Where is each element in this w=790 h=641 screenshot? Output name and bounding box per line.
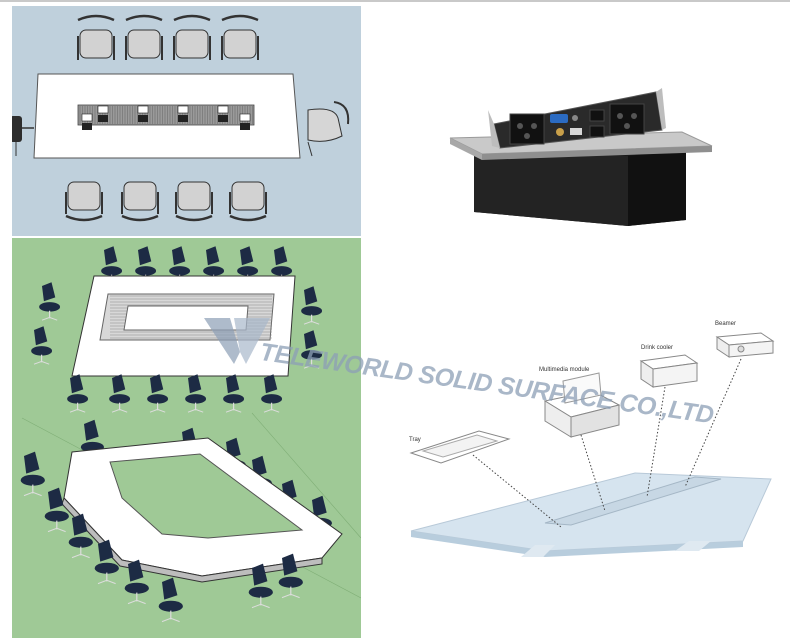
iso-chair xyxy=(301,286,323,325)
label-drink-cooler: Drink cooler xyxy=(641,345,673,351)
right-end-chair xyxy=(307,101,350,157)
iso-chair xyxy=(68,513,93,559)
iso-chair xyxy=(271,246,293,285)
universal-socket-right xyxy=(609,103,645,135)
iso-chair xyxy=(203,246,225,285)
label-tray: Tray xyxy=(409,437,421,443)
plan-chair xyxy=(173,14,211,60)
iso-chair xyxy=(67,374,89,413)
plan-chair xyxy=(65,181,103,222)
iso-chair xyxy=(278,553,303,599)
label-multimedia-module: Multimedia module xyxy=(539,367,590,373)
iso-chair xyxy=(94,539,119,585)
iso-chair xyxy=(185,374,207,413)
multimedia-module xyxy=(543,372,621,438)
iso-chair xyxy=(248,563,273,609)
left-end-chair xyxy=(12,116,34,156)
iso-chair xyxy=(44,487,69,533)
vga-audio-usb-ports xyxy=(550,114,582,136)
iso-chair xyxy=(147,374,169,413)
drink-cooler-module xyxy=(639,354,699,388)
tray-module xyxy=(409,430,511,464)
label-beamer: Beamer xyxy=(715,321,736,327)
plan-chair xyxy=(229,181,267,222)
plan-chair xyxy=(125,14,163,60)
plan-chair xyxy=(175,181,213,222)
iso-chair xyxy=(223,374,245,413)
top-divider-line xyxy=(0,0,790,2)
iso-chair xyxy=(301,330,323,369)
top-view-table-render xyxy=(12,6,361,236)
isometric-table-renders xyxy=(12,238,361,638)
iso-chair xyxy=(158,577,183,623)
plan-chair xyxy=(77,14,115,60)
iso-chair xyxy=(261,374,283,413)
universal-socket-left xyxy=(509,113,545,145)
popup-socket-box-photo xyxy=(430,70,730,240)
iso-chair xyxy=(20,451,45,497)
exploded-module-diagram: Beamer Drink cooler Multimedia module Tr… xyxy=(395,305,790,565)
iso-chair xyxy=(39,282,61,321)
plan-chair xyxy=(221,14,259,60)
iso-chair xyxy=(109,374,131,413)
beamer-module xyxy=(715,332,775,358)
network-ports xyxy=(589,109,605,138)
iso-chair xyxy=(124,559,149,605)
iso-chair xyxy=(31,326,53,365)
plan-chair xyxy=(121,181,159,222)
